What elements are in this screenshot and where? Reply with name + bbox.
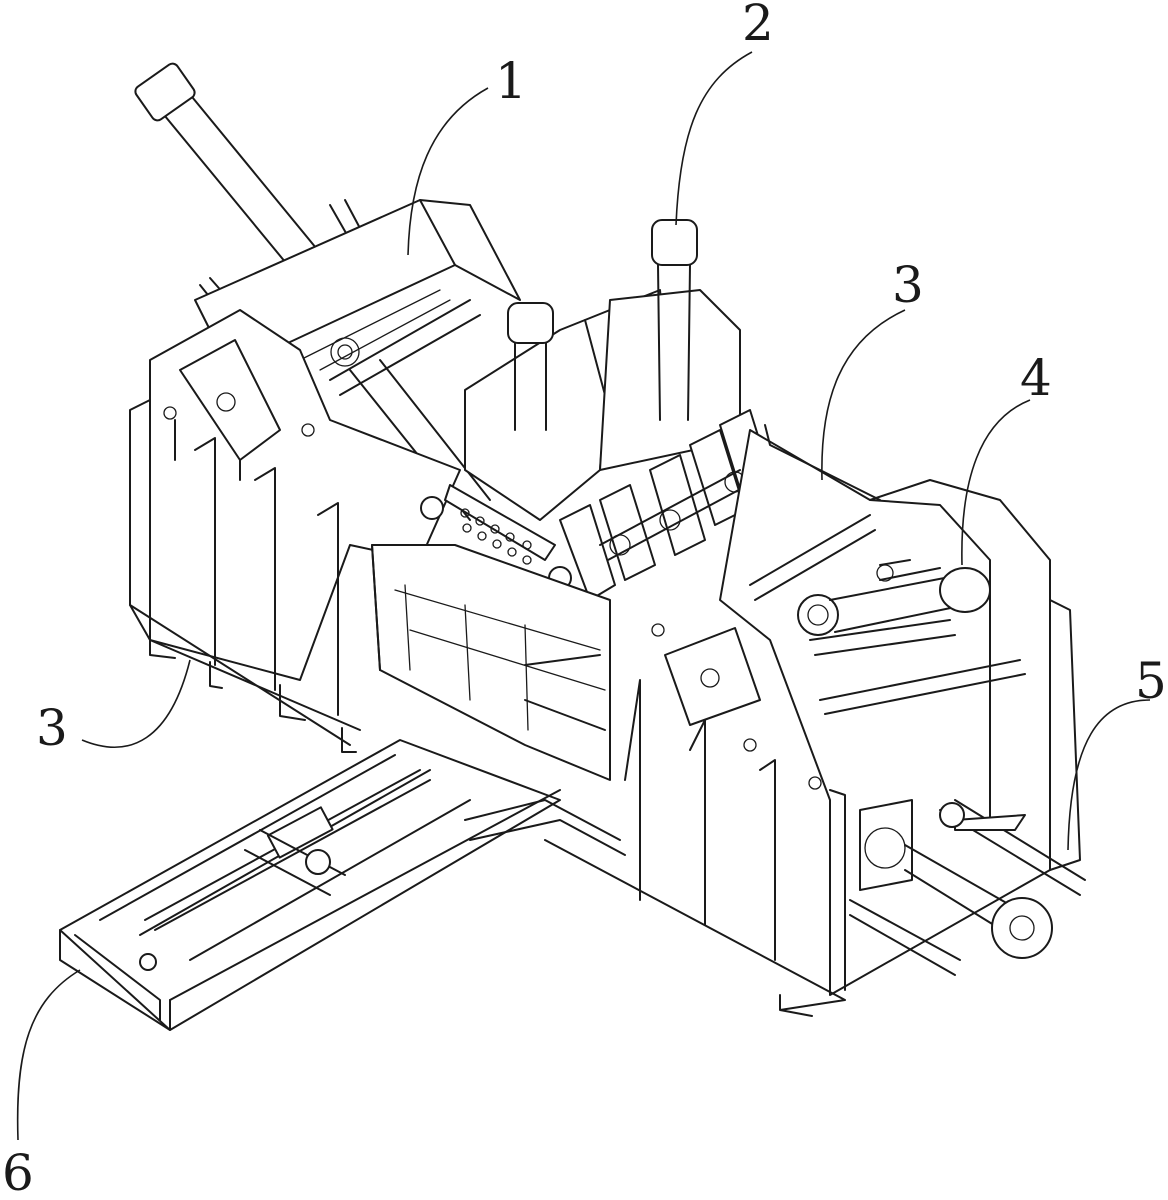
discharge-conveyor (60, 740, 625, 1030)
leader-6 (18, 970, 80, 1140)
callout-2: 2 (742, 0, 774, 52)
leader-5 (1068, 700, 1150, 850)
callout-4: 4 (1020, 349, 1052, 407)
callout-5: 5 (1135, 652, 1167, 710)
leader-3a (822, 310, 905, 480)
leader-2 (676, 52, 752, 225)
leader-3b (82, 660, 190, 747)
callout-1: 1 (495, 52, 527, 110)
side-press-assembly (421, 220, 775, 600)
callout-3-right: 3 (892, 256, 924, 314)
callout-6: 6 (2, 1144, 34, 1200)
callout-3-left: 3 (36, 699, 68, 757)
